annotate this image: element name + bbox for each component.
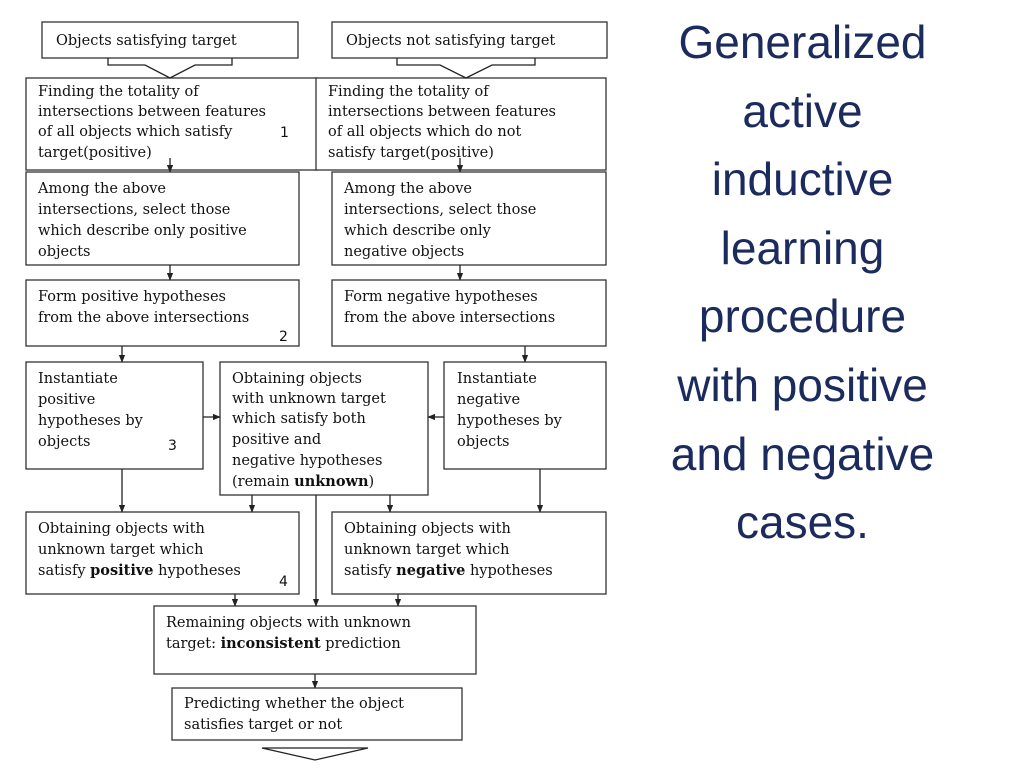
predicting-line: Predicting whether the object — [184, 696, 404, 712]
connectors — [107, 58, 544, 761]
obtain-both-line: with unknown target — [232, 391, 386, 407]
box-form-negative-hypotheses: Form negative hypotheses from the above … — [331, 279, 607, 347]
instantiate-negative-line: hypotheses by — [457, 413, 563, 429]
slide-title-line: inductive — [711, 153, 894, 206]
form-negative-line: Form negative hypotheses — [344, 289, 538, 305]
find-negative-line: Finding the totality of — [328, 84, 490, 100]
select-negative-line: which describe only — [344, 223, 492, 239]
form-positive-line: from the above intersections — [38, 310, 249, 326]
obtain-positive-line: satisfy positive hypotheses — [38, 562, 241, 579]
obtain-both-line: negative hypotheses — [232, 453, 382, 469]
select-negative-line: intersections, select those — [344, 202, 536, 218]
box-select-negative: Among the above intersections, select th… — [331, 171, 607, 266]
box-instantiate-positive: Instantiate positive hypotheses by objec… — [25, 361, 204, 470]
box-objects-not-satisfying-target-text: Objects not satisfying target — [346, 33, 555, 49]
slide-title-line: active — [742, 84, 863, 137]
obtain-negative-line: satisfy negative hypotheses — [344, 562, 553, 579]
select-positive-line: which describe only positive — [38, 223, 247, 239]
flowchart: Objects satisfying target Objects not sa… — [25, 21, 608, 761]
slide-title: Generalized active inductive learning pr… — [630, 8, 975, 557]
slide-title-line: learning — [720, 221, 885, 274]
find-positive-line: of all objects which satisfy — [38, 124, 233, 140]
step-number: 1 — [280, 125, 289, 141]
box-form-positive-hypotheses: Form positive hypotheses from the above … — [25, 279, 300, 347]
remaining-line: Remaining objects with unknown — [166, 615, 411, 631]
obtain-positive-line: unknown target which — [38, 542, 203, 558]
slide-title-line: cases. — [736, 496, 869, 549]
slide-title-line: with positive — [677, 358, 928, 411]
obtain-negative-line: unknown target which — [344, 542, 509, 558]
obtain-positive-line: Obtaining objects with — [38, 521, 205, 537]
obtain-negative-line: Obtaining objects with — [344, 521, 511, 537]
slide-title-line: and negative — [670, 427, 935, 480]
remaining-line: target: inconsistent prediction — [166, 635, 401, 652]
select-positive-line: intersections, select those — [38, 202, 230, 218]
instantiate-positive-line: hypotheses by — [38, 413, 144, 429]
step-number: 2 — [279, 329, 288, 345]
select-negative-line: negative objects — [344, 244, 464, 260]
find-positive-line: intersections between features — [38, 104, 266, 120]
instantiate-positive-line: objects — [38, 434, 90, 450]
step-number: 4 — [279, 574, 288, 590]
slide-title-line: Generalized — [678, 16, 927, 68]
find-positive-line: Finding the totality of — [38, 84, 200, 100]
instantiate-negative-line: objects — [457, 434, 509, 450]
block-arrow-left — [107, 58, 233, 79]
step-number: 3 — [168, 438, 177, 454]
find-positive-line: target(positive) — [38, 145, 152, 161]
block-arrow-right — [396, 58, 536, 79]
box-find-positive-intersections: Finding the totality of intersections be… — [25, 77, 318, 171]
box-select-positive: Among the above intersections, select th… — [25, 171, 300, 266]
obtain-both-line: Obtaining objects — [232, 371, 362, 387]
select-negative-line: Among the above — [343, 181, 472, 197]
form-negative-line: from the above intersections — [344, 310, 555, 326]
box-objects-satisfying-target-text: Objects satisfying target — [56, 33, 237, 49]
box-obtain-both-hypotheses: Obtaining objects with unknown target wh… — [219, 361, 429, 496]
block-arrow-bottom — [261, 747, 369, 761]
box-instantiate-negative: Instantiate negative hypotheses by objec… — [443, 361, 607, 470]
obtain-both-line: which satisfy both — [232, 411, 366, 427]
obtain-both-line: (remain unknown) — [232, 473, 374, 490]
find-negative-line: satisfy target(positive) — [328, 145, 494, 161]
box-remaining-inconsistent: Remaining objects with unknown target: i… — [153, 605, 477, 675]
predicting-line: satisfies target or not — [184, 717, 342, 733]
instantiate-positive-line: Instantiate — [38, 371, 118, 387]
select-positive-line: objects — [38, 244, 90, 260]
instantiate-negative-line: Instantiate — [457, 371, 537, 387]
box-objects-not-satisfying-target: Objects not satisfying target — [331, 21, 608, 59]
box-obtain-positive: Obtaining objects with unknown target wh… — [25, 511, 300, 595]
slide-title-line: procedure — [698, 290, 907, 343]
box-obtain-negative: Obtaining objects with unknown target wh… — [331, 511, 607, 595]
find-negative-line: intersections between features — [328, 104, 556, 120]
box-predicting: Predicting whether the object satisfies … — [171, 687, 463, 741]
box-objects-satisfying-target: Objects satisfying target — [41, 21, 299, 59]
instantiate-negative-line: negative — [457, 392, 520, 408]
select-positive-line: Among the above — [37, 181, 166, 197]
instantiate-positive-line: positive — [38, 392, 95, 408]
obtain-both-line: positive and — [232, 432, 321, 448]
box-find-negative-intersections: Finding the totality of intersections be… — [315, 77, 607, 171]
find-negative-line: of all objects which do not — [328, 124, 521, 140]
form-positive-line: Form positive hypotheses — [38, 289, 226, 305]
